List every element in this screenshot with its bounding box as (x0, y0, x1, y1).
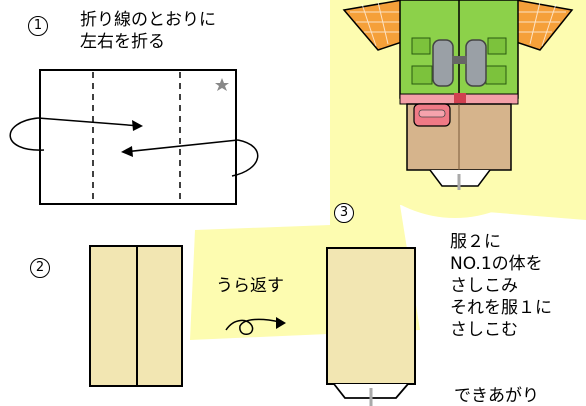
vest-pocket (487, 37, 507, 55)
fold-arrow-icon (132, 120, 143, 131)
flip-over-label: うら返す (216, 276, 284, 296)
step3-instruction-line1: 服２に (450, 232, 501, 252)
step3-number: 3 (334, 203, 354, 223)
step3-instruction-line2: NO.1の体を (450, 254, 543, 274)
step1-instruction-line2: 左右を折る (80, 32, 165, 52)
right-fold-arrow-curve (231, 139, 259, 177)
finished-figure (342, 0, 574, 190)
vest-pocket (411, 37, 431, 55)
step2-number: 2 (30, 258, 50, 278)
binocular-right (465, 39, 487, 87)
fold-arrow-icon (121, 146, 133, 157)
flip-over-icon (225, 317, 286, 335)
binocular-left (432, 39, 454, 87)
step2-paper (89, 245, 183, 387)
step3-instruction-line5: さしこむ (450, 320, 518, 340)
step1-paper (9, 69, 259, 205)
right-fold-arrow-shaft (123, 139, 239, 153)
step3-instruction-line3: さしこみ (450, 276, 518, 296)
binocular-bridge (452, 56, 467, 64)
belt-buckle (454, 93, 466, 103)
check-pattern (350, 1, 566, 47)
finished-label: できあがり (454, 386, 539, 406)
left-fold-arrow-shaft (37, 117, 141, 127)
step1-number: 1 (28, 16, 48, 36)
left-fold-arrow-curve (9, 117, 45, 151)
vest-pocket (485, 65, 507, 85)
star-icon (215, 78, 229, 91)
step3-instruction-line4: それを服１に (450, 298, 552, 318)
step1-instruction-line1: 折り線のとおりに (80, 10, 216, 30)
vest-pocket (411, 65, 433, 85)
pouch-flap (418, 109, 446, 118)
step3-sheet (326, 247, 416, 385)
step1-sheet (39, 69, 237, 205)
step3-paper (326, 247, 416, 406)
